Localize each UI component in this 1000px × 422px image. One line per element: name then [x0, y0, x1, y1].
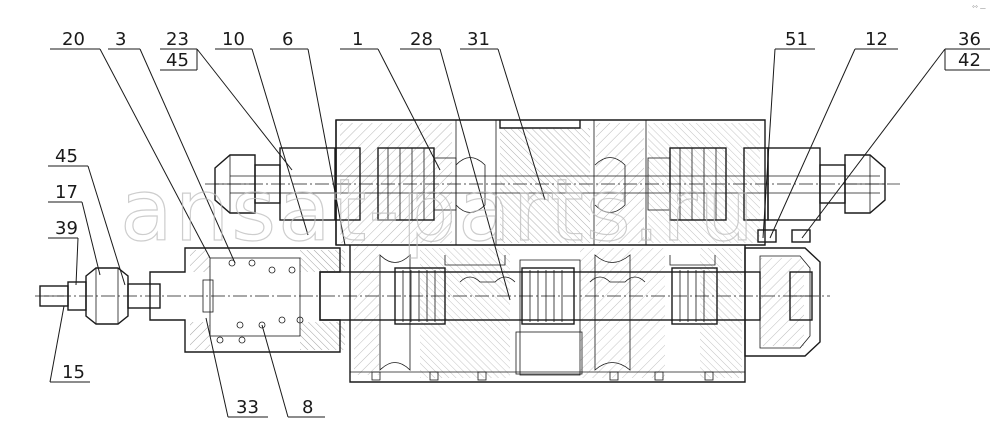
callouts: 20 3 23 45 10 6 1 28 31 51 12 36 — [48, 29, 990, 418]
callout-17: 17 — [55, 182, 78, 203]
callout-31: 31 — [467, 29, 490, 50]
left-nut — [214, 154, 281, 214]
callout-8: 8 — [302, 397, 313, 418]
seal-ring — [791, 229, 811, 243]
right-end-cap — [744, 247, 821, 357]
callout-23: 23 — [166, 29, 189, 50]
adjusting-screw — [39, 267, 161, 325]
spring-housing — [149, 247, 345, 353]
callout-1: 1 — [352, 29, 363, 50]
callout-15: 15 — [62, 362, 85, 383]
corner-mark: °° — — [972, 5, 986, 12]
callout-28: 28 — [410, 29, 433, 50]
seal-ring — [757, 229, 777, 243]
callout-20: 20 — [62, 29, 85, 50]
callout-36: 36 — [958, 29, 981, 50]
callout-45-left: 45 — [55, 146, 78, 167]
callout-12: 12 — [865, 29, 888, 50]
callout-51: 51 — [785, 29, 808, 50]
callout-42: 42 — [958, 50, 981, 71]
callout-3: 3 — [115, 29, 126, 50]
right-nut — [819, 154, 886, 214]
callout-33: 33 — [236, 397, 259, 418]
callout-39: 39 — [55, 218, 78, 239]
callout-45-top: 45 — [166, 50, 189, 71]
watermark: ansat-parts.ru — [120, 161, 756, 261]
callout-6: 6 — [282, 29, 293, 50]
callout-10: 10 — [222, 29, 245, 50]
